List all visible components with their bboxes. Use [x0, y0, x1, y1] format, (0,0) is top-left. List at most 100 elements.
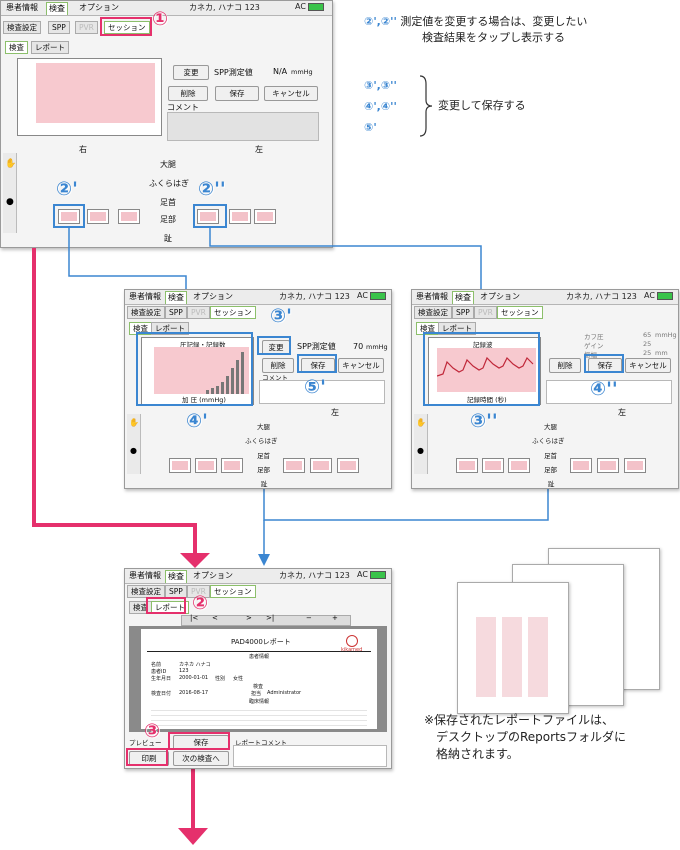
note-line-2: 検査結果をタップし表示する [422, 31, 565, 44]
subtab-pvr[interactable]: PVR [187, 585, 210, 598]
spp-value: 70 [353, 342, 364, 351]
site-ankle: 足首 [544, 452, 557, 460]
thumb-grid [476, 617, 548, 697]
tab-patient-info[interactable]: 患者情報 [129, 292, 161, 301]
tab-options[interactable]: オプション [480, 292, 520, 301]
foot-icon[interactable]: ● [417, 446, 424, 455]
subtab-pvr[interactable]: PVR [187, 306, 210, 319]
subtab-exam-setting[interactable]: 検査設定 [414, 306, 452, 319]
subtab-pvr[interactable]: PVR [474, 306, 497, 319]
report-row-name-value: カネカ ハナコ [179, 662, 211, 668]
site-calf: ふくらはぎ [149, 179, 189, 188]
subtab-session[interactable]: セッション [210, 585, 256, 598]
subtab-exam[interactable]: 検査 [5, 41, 28, 54]
hand-icon[interactable]: ✋ [129, 418, 139, 427]
subtab-pvr[interactable]: PVR [75, 21, 98, 34]
subtab-exam-setting[interactable]: 検査設定 [127, 306, 165, 319]
next-page-icon[interactable]: > [246, 614, 252, 622]
next-exam-button[interactable]: 次の検査へ [173, 751, 229, 766]
hand-icon[interactable]: ✋ [5, 159, 17, 169]
delete-button[interactable]: 削除 [168, 86, 208, 101]
note-change-save-markers: ③',③'' ④',④'' ⑤' [364, 75, 397, 138]
tab-exam[interactable]: 検査 [165, 570, 187, 583]
subtab-report[interactable]: レポート [31, 41, 69, 54]
site-toe: 趾 [548, 480, 555, 488]
thumb-right-1[interactable] [456, 458, 478, 473]
tab-patient-info[interactable]: 患者情報 [129, 571, 161, 580]
cancel-button[interactable]: キャンセル [338, 358, 384, 373]
chart-bar [241, 352, 244, 394]
report-comment-box[interactable] [233, 745, 387, 767]
battery-icon [369, 291, 386, 300]
subtab-spp[interactable]: SPP [452, 306, 474, 319]
thumb-right-2[interactable] [482, 458, 504, 473]
save-button[interactable]: 保存 [215, 86, 259, 101]
thumb-right-2[interactable] [87, 209, 109, 224]
thumb-left-2[interactable] [229, 209, 251, 224]
cancel-button[interactable]: キャンセル [264, 86, 318, 101]
marker-2pp: ②'' [198, 178, 226, 200]
thumb-right-1[interactable] [58, 209, 80, 224]
thumb-right-2[interactable] [195, 458, 217, 473]
thumb-left-1[interactable] [570, 458, 592, 473]
spp-chart[interactable]: 圧記録・記録数 加 圧 (mmHg) [141, 337, 254, 405]
cancel-button[interactable]: キャンセル [625, 358, 671, 373]
tab-options[interactable]: オプション [193, 292, 233, 301]
comment-box[interactable] [259, 380, 385, 404]
tab-patient-info[interactable]: 患者情報 [6, 3, 38, 12]
chart-title: 圧記録・記録数 [180, 341, 226, 349]
thumb-right-1[interactable] [169, 458, 191, 473]
last-page-icon[interactable]: >| [266, 614, 275, 622]
delete-button[interactable]: 削除 [549, 358, 581, 373]
subtab-spp[interactable]: SPP [165, 306, 187, 319]
tab-exam[interactable]: 検査 [165, 291, 187, 304]
report-row-id-value: 123 [179, 668, 189, 674]
subtab-report[interactable]: レポート [151, 322, 189, 335]
hand-icon[interactable]: ✋ [416, 418, 426, 427]
battery-icon [656, 291, 673, 300]
change-button[interactable]: 変更 [173, 65, 209, 80]
zoom-in-icon[interactable]: + [332, 614, 338, 622]
note-marker-3: ③',③'' [364, 79, 397, 92]
thumb-left-1[interactable] [283, 458, 305, 473]
report-preview[interactable]: PAD4000レポート kikamed 患者情報 名前 カネカ ハナコ 患者ID… [129, 626, 387, 732]
comment-box[interactable] [546, 380, 672, 404]
tab-options[interactable]: オプション [193, 571, 233, 580]
subtab-session[interactable]: セッション [104, 21, 150, 34]
report-comment-label: レポートコメント [235, 739, 287, 747]
chart-xlabel: 記録時間 (秒) [467, 396, 507, 404]
delete-button[interactable]: 削除 [262, 358, 294, 373]
thumb-left-3[interactable] [624, 458, 646, 473]
comment-box[interactable] [167, 112, 319, 141]
thumb-left-3[interactable] [337, 458, 359, 473]
tab-options[interactable]: オプション [79, 3, 119, 12]
chart-plot-area [437, 348, 536, 392]
subtab-session[interactable]: セッション [210, 306, 256, 319]
pvr-chart[interactable]: 記録波 記録時間 (秒) [428, 337, 541, 405]
thumb-left-1[interactable] [197, 209, 219, 224]
thumb-right-3[interactable] [118, 209, 140, 224]
thumb-left-3[interactable] [254, 209, 276, 224]
first-page-icon[interactable]: |< [190, 614, 199, 622]
thumb-left-2[interactable] [597, 458, 619, 473]
subtab-report[interactable]: レポート [438, 322, 476, 335]
thumb-right-3[interactable] [221, 458, 243, 473]
foot-icon[interactable]: ● [6, 197, 14, 207]
foot-icon[interactable]: ● [130, 446, 137, 455]
spp-chart[interactable] [17, 58, 162, 136]
subtab-spp[interactable]: SPP [48, 21, 70, 34]
zoom-out-icon[interactable]: − [306, 614, 312, 622]
subtab-exam-setting[interactable]: 検査設定 [3, 21, 41, 34]
subtab-session[interactable]: セッション [497, 306, 543, 319]
highlight-report-tab [146, 597, 186, 614]
top-tab-bar: 患者情報 検査 オプション カネカ, ハナコ 123 AC [412, 290, 678, 305]
marker-2p: ②' [56, 178, 78, 200]
ac-status: AC [357, 570, 386, 579]
tab-exam[interactable]: 検査 [452, 291, 474, 304]
site-thigh: 大腿 [544, 423, 557, 431]
tab-patient-info[interactable]: 患者情報 [416, 292, 448, 301]
prev-page-icon[interactable]: < [212, 614, 218, 622]
tab-exam[interactable]: 検査 [46, 2, 68, 15]
thumb-right-3[interactable] [508, 458, 530, 473]
thumb-left-2[interactable] [310, 458, 332, 473]
